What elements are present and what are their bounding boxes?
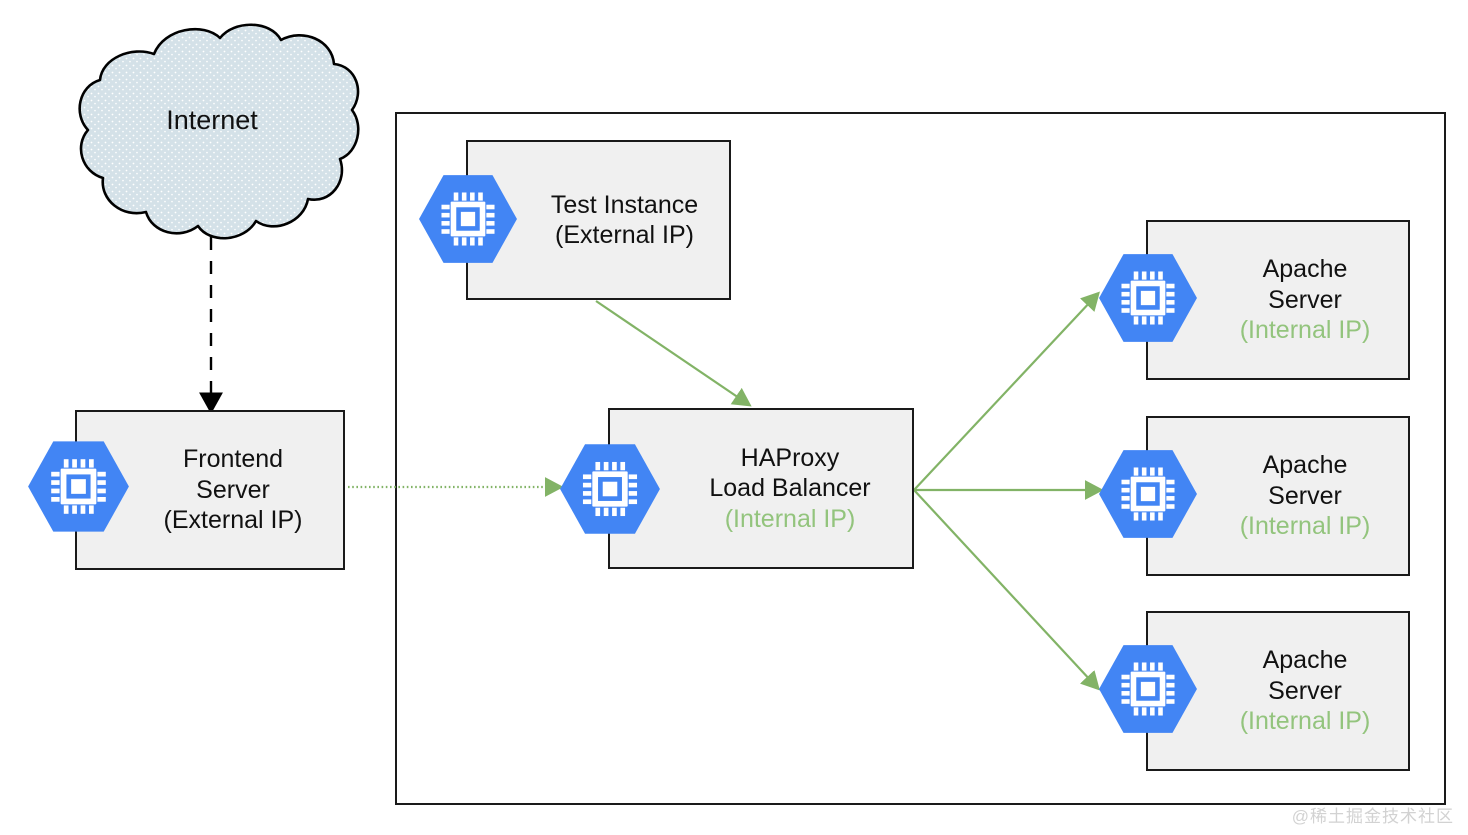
- node-apache-3-line-0: Apache: [1262, 646, 1348, 675]
- node-apache-2-line-2: (Internal IP): [1239, 512, 1371, 541]
- node-haproxy-line-1: Load Balancer: [709, 474, 871, 503]
- gce-instance-icon: [1099, 450, 1197, 538]
- node-apache-1-line-2: (Internal IP): [1239, 316, 1371, 345]
- gce-instance-icon: [28, 441, 129, 532]
- node-apache-3-line-2: (Internal IP): [1239, 707, 1371, 736]
- gce-instance-icon: [560, 444, 660, 534]
- node-frontend-server-line-0: Frontend: [182, 445, 284, 474]
- node-frontend-server-line-2: (External IP): [163, 506, 303, 535]
- node-frontend-server-line-1: Server: [196, 475, 270, 504]
- node-apache-1-line-0: Apache: [1262, 255, 1348, 284]
- internet-label: Internet: [166, 105, 258, 135]
- node-apache-1-line-1: Server: [1268, 285, 1342, 314]
- node-test-instance-line-1: (External IP): [555, 221, 694, 249]
- watermark: @稀土掘金技术社区: [1291, 807, 1454, 826]
- gce-instance-icon: [419, 175, 517, 263]
- node-haproxy-line-0: HAProxy: [740, 443, 840, 472]
- gce-instance-icon: [1099, 254, 1197, 342]
- node-test-instance[interactable]: Test Instance (External IP): [466, 140, 731, 300]
- node-haproxy-load-balancer[interactable]: HAProxy Load Balancer (Internal IP): [608, 408, 914, 569]
- node-haproxy-line-2: (Internal IP): [724, 504, 856, 533]
- vpc-network-boundary: [395, 112, 1446, 805]
- gce-instance-icon: [1099, 645, 1197, 733]
- node-apache-3-line-1: Server: [1268, 676, 1342, 705]
- cloud-icon: [78, 23, 360, 240]
- node-test-instance-line-0: Test Instance: [550, 190, 699, 219]
- node-apache-2-line-1: Server: [1268, 481, 1342, 510]
- node-apache-2-line-0: Apache: [1262, 451, 1348, 480]
